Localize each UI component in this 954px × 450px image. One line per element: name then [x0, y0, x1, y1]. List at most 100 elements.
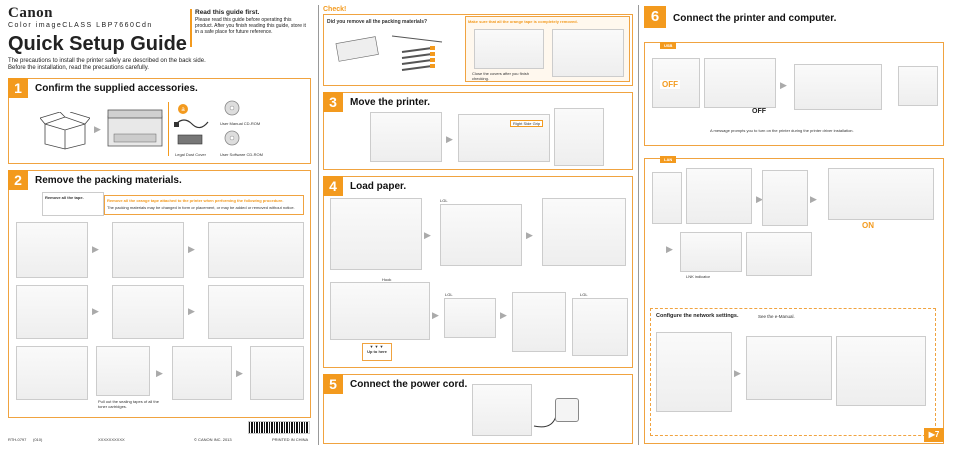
step2-title: Remove the packing materials. — [35, 175, 182, 186]
power-cord-printer-illus — [472, 384, 532, 436]
next-page-button[interactable]: ▶7 — [924, 428, 944, 442]
cd-rom-icon-1 — [224, 100, 240, 121]
remove-step-illus-3 — [208, 222, 304, 278]
lgl-label-2: LGL — [445, 292, 453, 297]
lan-cable-illus — [652, 172, 682, 224]
remove-step-illus-9 — [172, 346, 232, 400]
remove-step-illus-7 — [16, 346, 88, 400]
user-manual-cd-label: User Manual CD-ROM — [220, 121, 261, 126]
remove-tape-box: Remove all the tape. — [42, 192, 104, 216]
dust-cover-illustration — [176, 132, 204, 146]
lan-on-label: ON — [862, 221, 874, 230]
load-paper-illus-6 — [512, 292, 566, 352]
remove-step-illus-8 — [96, 346, 150, 396]
printer-illustration — [106, 108, 164, 148]
footer-printed: PRINTED IN CHINA — [272, 437, 309, 442]
load-arrow-1: ▶ — [424, 230, 431, 240]
check-tip-box: Make sure that all the orange tape is co… — [465, 16, 630, 82]
step4-number: 4 — [323, 176, 343, 196]
network-settings-box — [650, 308, 936, 436]
cord-icon: a — [175, 102, 191, 120]
cardboard-box-illustration — [39, 111, 91, 150]
cd-rom-icon-2 — [224, 130, 240, 151]
move-printer-illus-1 — [370, 112, 442, 162]
legal-dust-cover-label: Legal Dust Cover — [175, 152, 206, 157]
footer-rev: (010) — [33, 437, 43, 442]
remove-arrow-2: ▶ — [188, 244, 195, 254]
network-software-window-2 — [836, 336, 926, 406]
usb-off-label: OFF — [752, 108, 766, 115]
lan-printer-illus-1 — [686, 168, 752, 224]
network-software-window-1 — [746, 336, 832, 400]
remove-tape-label: Remove all the tape. — [45, 195, 84, 200]
warning-body: The packing materials may be changed in … — [107, 205, 295, 210]
usb-arrow-1: ▶ — [780, 80, 787, 90]
remove-arrow-6: ▶ — [236, 368, 243, 378]
next-page-arrow-icon: ▶ — [928, 430, 935, 439]
lan-tag: LAN — [660, 156, 677, 163]
step4-title: Load paper. — [350, 181, 407, 192]
remove-arrow-5: ▶ — [156, 368, 163, 378]
next-page-number: 7 — [934, 430, 940, 439]
move-arrow-1: ▶ — [446, 134, 453, 144]
packing-warning-box: Remove all the orange tape attached to t… — [104, 195, 304, 215]
remove-step-illus-5 — [112, 285, 184, 339]
close-covers-note: Close the covers after you finish checki… — [472, 71, 529, 81]
lnk-arrow: ▶ — [666, 244, 673, 254]
lgl-label-3: LGL — [580, 292, 588, 297]
move-printer-illus-3 — [554, 108, 604, 166]
up-to-here-label: Up to here — [367, 349, 387, 354]
usb-printer-illus — [704, 58, 776, 108]
lnk-printer-illus — [746, 232, 812, 276]
barcode — [248, 421, 310, 434]
intro-line-1: The precautions to install the printer s… — [8, 58, 206, 64]
intro-text: The precautions to install the printer s… — [8, 58, 206, 72]
load-arrow-2: ▶ — [526, 230, 533, 240]
read-first-box: Read this guide first. Please read this … — [190, 9, 310, 47]
footer-code: RTH-0797 — [8, 437, 27, 442]
remove-arrow-1: ▶ — [92, 244, 99, 254]
up-to-here-box: ▼▼▼ Up to here — [362, 343, 392, 361]
check-question: Did you remove all the packing materials… — [327, 19, 428, 25]
accessory-bracket — [168, 102, 170, 156]
move-printer-illus-2 — [458, 114, 550, 162]
remove-arrow-4: ▶ — [188, 306, 195, 316]
usb-off-badge: OFF — [660, 80, 680, 89]
lnk-indicator-label: LNK indicator — [686, 274, 711, 279]
power-cord-illustration — [174, 114, 210, 130]
lan-router-illus — [762, 170, 808, 226]
lan-arrow-1: ▶ — [756, 194, 763, 204]
load-paper-illus-1 — [330, 198, 422, 270]
load-arrow-4: ▶ — [500, 310, 507, 320]
check-tip: Make sure that all the orange tape is co… — [468, 19, 578, 24]
canon-logo: Canon — [8, 5, 54, 21]
step2-number: 2 — [8, 170, 28, 190]
step1-number: 1 — [8, 78, 28, 98]
load-paper-illus-7 — [572, 298, 628, 356]
lnk-indicator-illus — [680, 232, 742, 272]
remove-step-illus-1 — [16, 222, 88, 278]
column-separator-1 — [318, 5, 319, 445]
remove-step-illus-2 — [112, 222, 184, 278]
remove-step-illus-4 — [16, 285, 88, 339]
usb-message: A message prompts you to turn on the pri… — [710, 128, 854, 133]
step5-title: Connect the power cord. — [350, 379, 468, 390]
remove-arrow-3: ▶ — [92, 306, 99, 316]
step3-title: Move the printer. — [350, 97, 431, 108]
accessory-arrow: ▶ — [94, 124, 101, 134]
power-outlet-illus — [555, 398, 579, 422]
warning-title: Remove all the orange tape attached to t… — [107, 198, 284, 203]
svg-text:a: a — [181, 107, 185, 113]
remove-step-illus-6 — [208, 285, 304, 339]
step1-title: Confirm the supplied accessories. — [35, 83, 198, 94]
load-paper-illus-4 — [330, 282, 430, 340]
cd-insert-illus — [656, 332, 732, 412]
network-settings-title: Configure the network settings. — [656, 313, 739, 319]
footer-part: XXXXXXXXXX — [98, 437, 125, 442]
usb-tag: USB — [660, 42, 677, 49]
lan-printer-illus-2 — [828, 168, 934, 220]
read-first-body: Please read this guide before operating … — [195, 17, 306, 35]
intro-line-2: Before the installation, read the precau… — [8, 65, 149, 71]
page-title: Quick Setup Guide — [8, 33, 187, 55]
step6-number: 6 — [644, 6, 666, 28]
